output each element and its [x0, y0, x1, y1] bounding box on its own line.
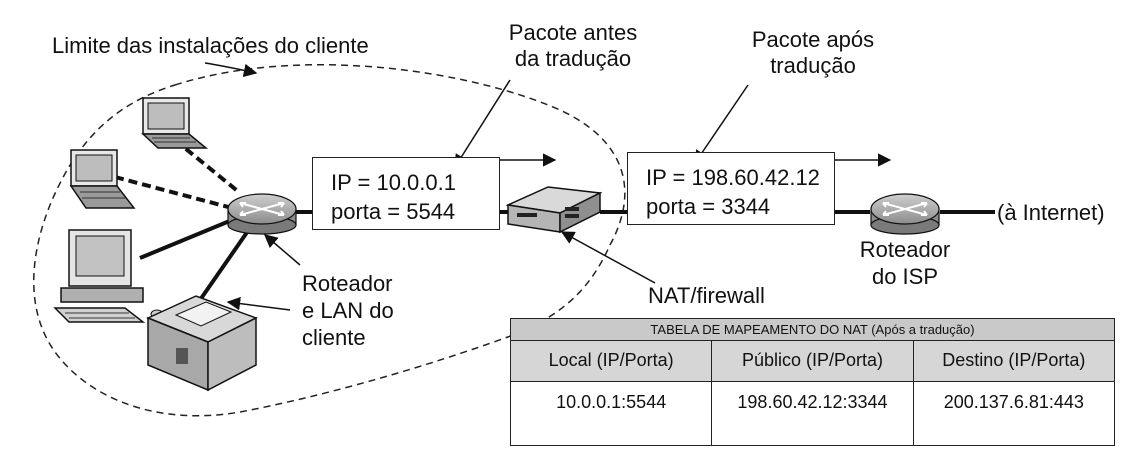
laptop-icon — [69, 149, 136, 209]
nat-table-cell-destination: 200.137.6.81:443 — [912, 381, 1116, 446]
nat-firewall-box-icon — [505, 186, 603, 234]
callout-arrow-nat — [560, 231, 656, 284]
callout-arrow-packet-before — [454, 79, 511, 169]
packet-after-box: IP = 198.60.42.12 porta = 3344 — [627, 152, 835, 225]
packet-before-label-line1: Pacote antes — [508, 20, 638, 45]
callout-arrow-customer-router — [263, 234, 301, 266]
packet-before-port: porta = 5544 — [331, 199, 456, 224]
link-printer-router — [198, 226, 252, 302]
packet-after-label: Pacote após tradução — [738, 27, 888, 79]
packet-before-label: Pacote antes da tradução — [488, 20, 658, 72]
desktop-computer-icon — [53, 229, 164, 323]
packet-before-box: IP = 10.0.0.1 porta = 5544 — [312, 157, 500, 230]
nat-table-cell-public: 198.60.42.12:3344 — [711, 381, 914, 446]
nat-table-header-destination: Destino (IP/Porta) — [912, 339, 1116, 383]
customer-router-label-line1: Roteador — [302, 271, 393, 296]
nat-table-header-public: Público (IP/Porta) — [711, 339, 914, 383]
link-desktop-router — [139, 218, 233, 260]
printer-icon — [146, 295, 258, 392]
table-row: 10.0.0.1:5544 198.60.42.12:3344 200.137.… — [509, 381, 1116, 446]
customer-router-label-line3: cliente — [302, 325, 366, 350]
link-laptop2-router — [114, 175, 233, 210]
customer-router-label-line2: e LAN do — [302, 298, 394, 323]
packet-after-ip: IP = 198.60.42.12 — [646, 165, 820, 190]
callout-arrow-packet-after — [694, 84, 749, 165]
packet-after-label-line2: tradução — [770, 53, 856, 78]
premises-boundary — [33, 64, 626, 417]
nat-mapping-table: TABELA DE MAPEAMENTO DO NAT (Após a trad… — [509, 318, 1116, 446]
callout-arrow-premises — [204, 62, 258, 78]
nat-firewall-label: NAT/firewall — [648, 283, 765, 308]
packet-before-ip: IP = 10.0.0.1 — [331, 170, 456, 195]
premises-limit-label: Limite das instalações do cliente — [52, 33, 369, 58]
internet-label: (à Internet) — [997, 200, 1105, 225]
isp-router-label: Roteador do ISP — [845, 236, 965, 290]
packet-after-label-line1: Pacote após — [751, 27, 875, 52]
isp-router-label-line1: Roteador — [859, 237, 951, 262]
nat-table-cell-local: 10.0.0.1:5544 — [509, 381, 713, 446]
packet-after-port: porta = 3344 — [646, 194, 771, 219]
isp-router-label-line2: do ISP — [871, 264, 939, 289]
router-icon — [870, 193, 940, 235]
customer-router-label: Roteador e LAN do cliente — [302, 270, 394, 351]
router-icon — [227, 193, 297, 235]
nat-table-header-local: Local (IP/Porta) — [509, 339, 713, 383]
nat-table-caption: TABELA DE MAPEAMENTO DO NAT (Após a trad… — [510, 318, 1115, 341]
laptop-icon — [141, 97, 209, 149]
packet-before-label-line2: da tradução — [514, 46, 632, 71]
callout-arrow-printer — [226, 296, 291, 311]
